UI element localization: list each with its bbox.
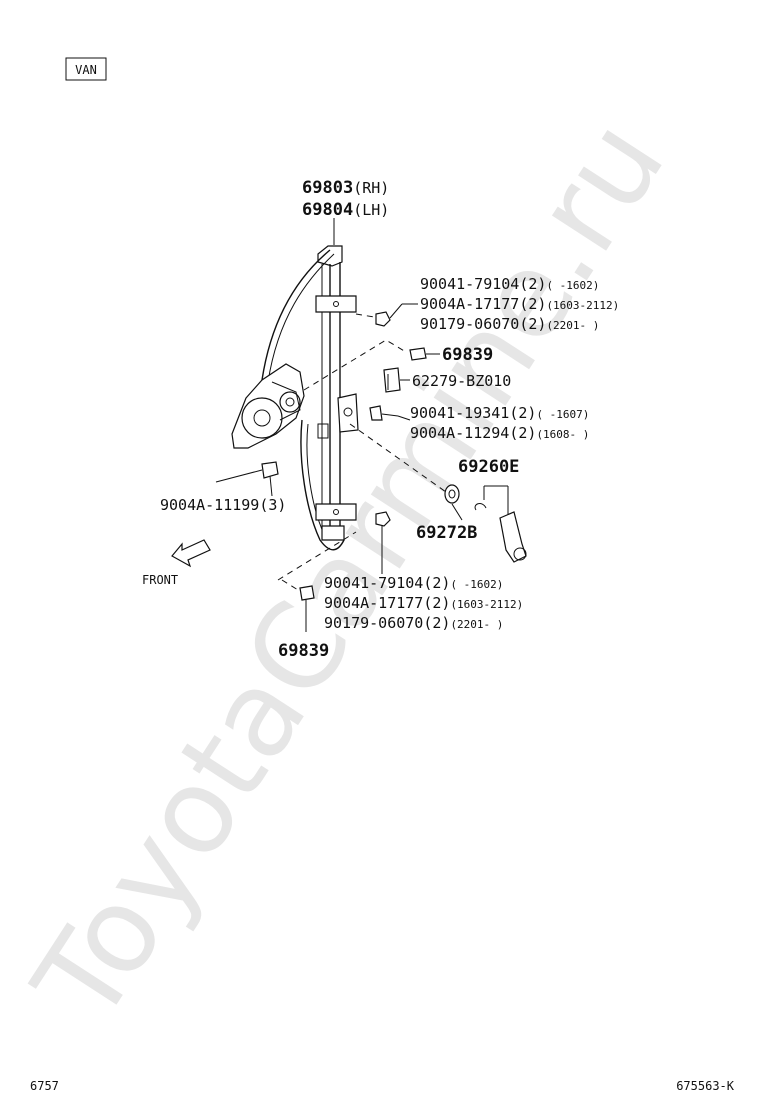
front-label: FRONT [142, 573, 178, 587]
callout-cushion-lower: 69839 [278, 641, 329, 661]
regulator-drawing [231, 218, 359, 551]
callout-bolt-right-1: 90041-19341(2)( -1607) [410, 404, 589, 422]
callout-regulator-rh: 69803(RH) [302, 178, 389, 198]
page-number: 6757 [30, 1079, 59, 1093]
callout-nut-lower-2: 9004A-17177(2)(1603-2112) [324, 594, 523, 612]
callout-handle: 69260E [458, 457, 519, 477]
variant-tag: VAN [65, 57, 107, 81]
callout-regulator-lh: 69804(LH) [302, 200, 389, 220]
callout-nut-upper-2: 9004A-17177(2)(1603-2112) [420, 295, 619, 313]
callout-clip: 62279-BZ010 [412, 372, 511, 390]
callout-bolt-left: 9004A-11199(3) [160, 496, 286, 514]
watermark: ToyotaCarmine.ru [7, 96, 691, 1046]
callout-cushion-upper: 69839 [442, 345, 493, 365]
callout-bolt-right-2: 9004A-11294(2)(1608- ) [410, 424, 589, 442]
callout-nut-upper-3: 90179-06070(2)(2201- ) [420, 315, 599, 333]
small-parts [215, 303, 527, 632]
callout-seat: 69272B [416, 523, 477, 543]
callout-nut-lower-3: 90179-06070(2)(2201- ) [324, 614, 503, 632]
svg-text:VAN: VAN [75, 63, 97, 77]
dashed-leaders [277, 313, 447, 591]
callout-nut-upper-1: 90041-79104(2)( -1602) [420, 275, 599, 293]
callout-nut-lower-1: 90041-79104(2)( -1602) [324, 574, 503, 592]
figure-number: 675563-K [676, 1079, 735, 1093]
front-arrow-icon [171, 539, 211, 568]
